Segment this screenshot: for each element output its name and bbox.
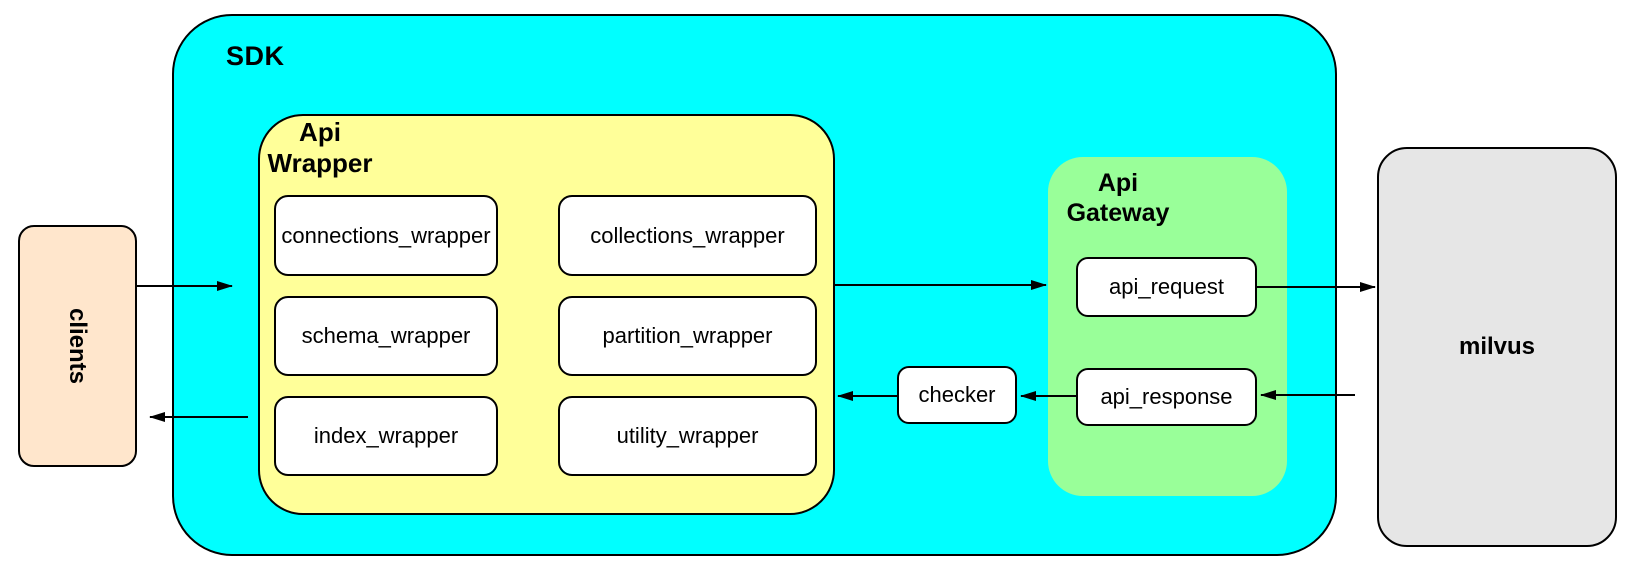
connections-wrapper-node: connections_wrapper — [274, 195, 498, 276]
clients-node: clients — [18, 225, 137, 467]
clients-label: clients — [64, 307, 92, 385]
api-gateway-container — [1048, 157, 1287, 496]
api-wrapper-label: Api Wrapper — [266, 117, 374, 178]
checker-node: checker — [897, 366, 1017, 424]
api-gateway-label-line1: Api — [1097, 169, 1139, 197]
api-gateway-label-line2: Gateway — [1066, 198, 1170, 227]
milvus-label: milvus — [1458, 333, 1536, 360]
schema-wrapper-node: schema_wrapper — [274, 296, 498, 376]
api-gateway-label: Api Gateway — [1064, 169, 1172, 228]
index-wrapper-node: index_wrapper — [274, 396, 498, 476]
partition-wrapper-node: partition_wrapper — [558, 296, 817, 376]
api-request-node: api_request — [1076, 257, 1257, 317]
utility-wrapper-node: utility_wrapper — [558, 396, 817, 476]
api-wrapper-label-line1: Api — [299, 117, 341, 147]
sdk-label: SDK — [226, 41, 285, 71]
api-wrapper-label-line2: Wrapper — [267, 147, 373, 178]
collections-wrapper-node: collections_wrapper — [558, 195, 817, 276]
api-response-node: api_response — [1076, 368, 1257, 426]
milvus-node: milvus — [1377, 147, 1617, 547]
